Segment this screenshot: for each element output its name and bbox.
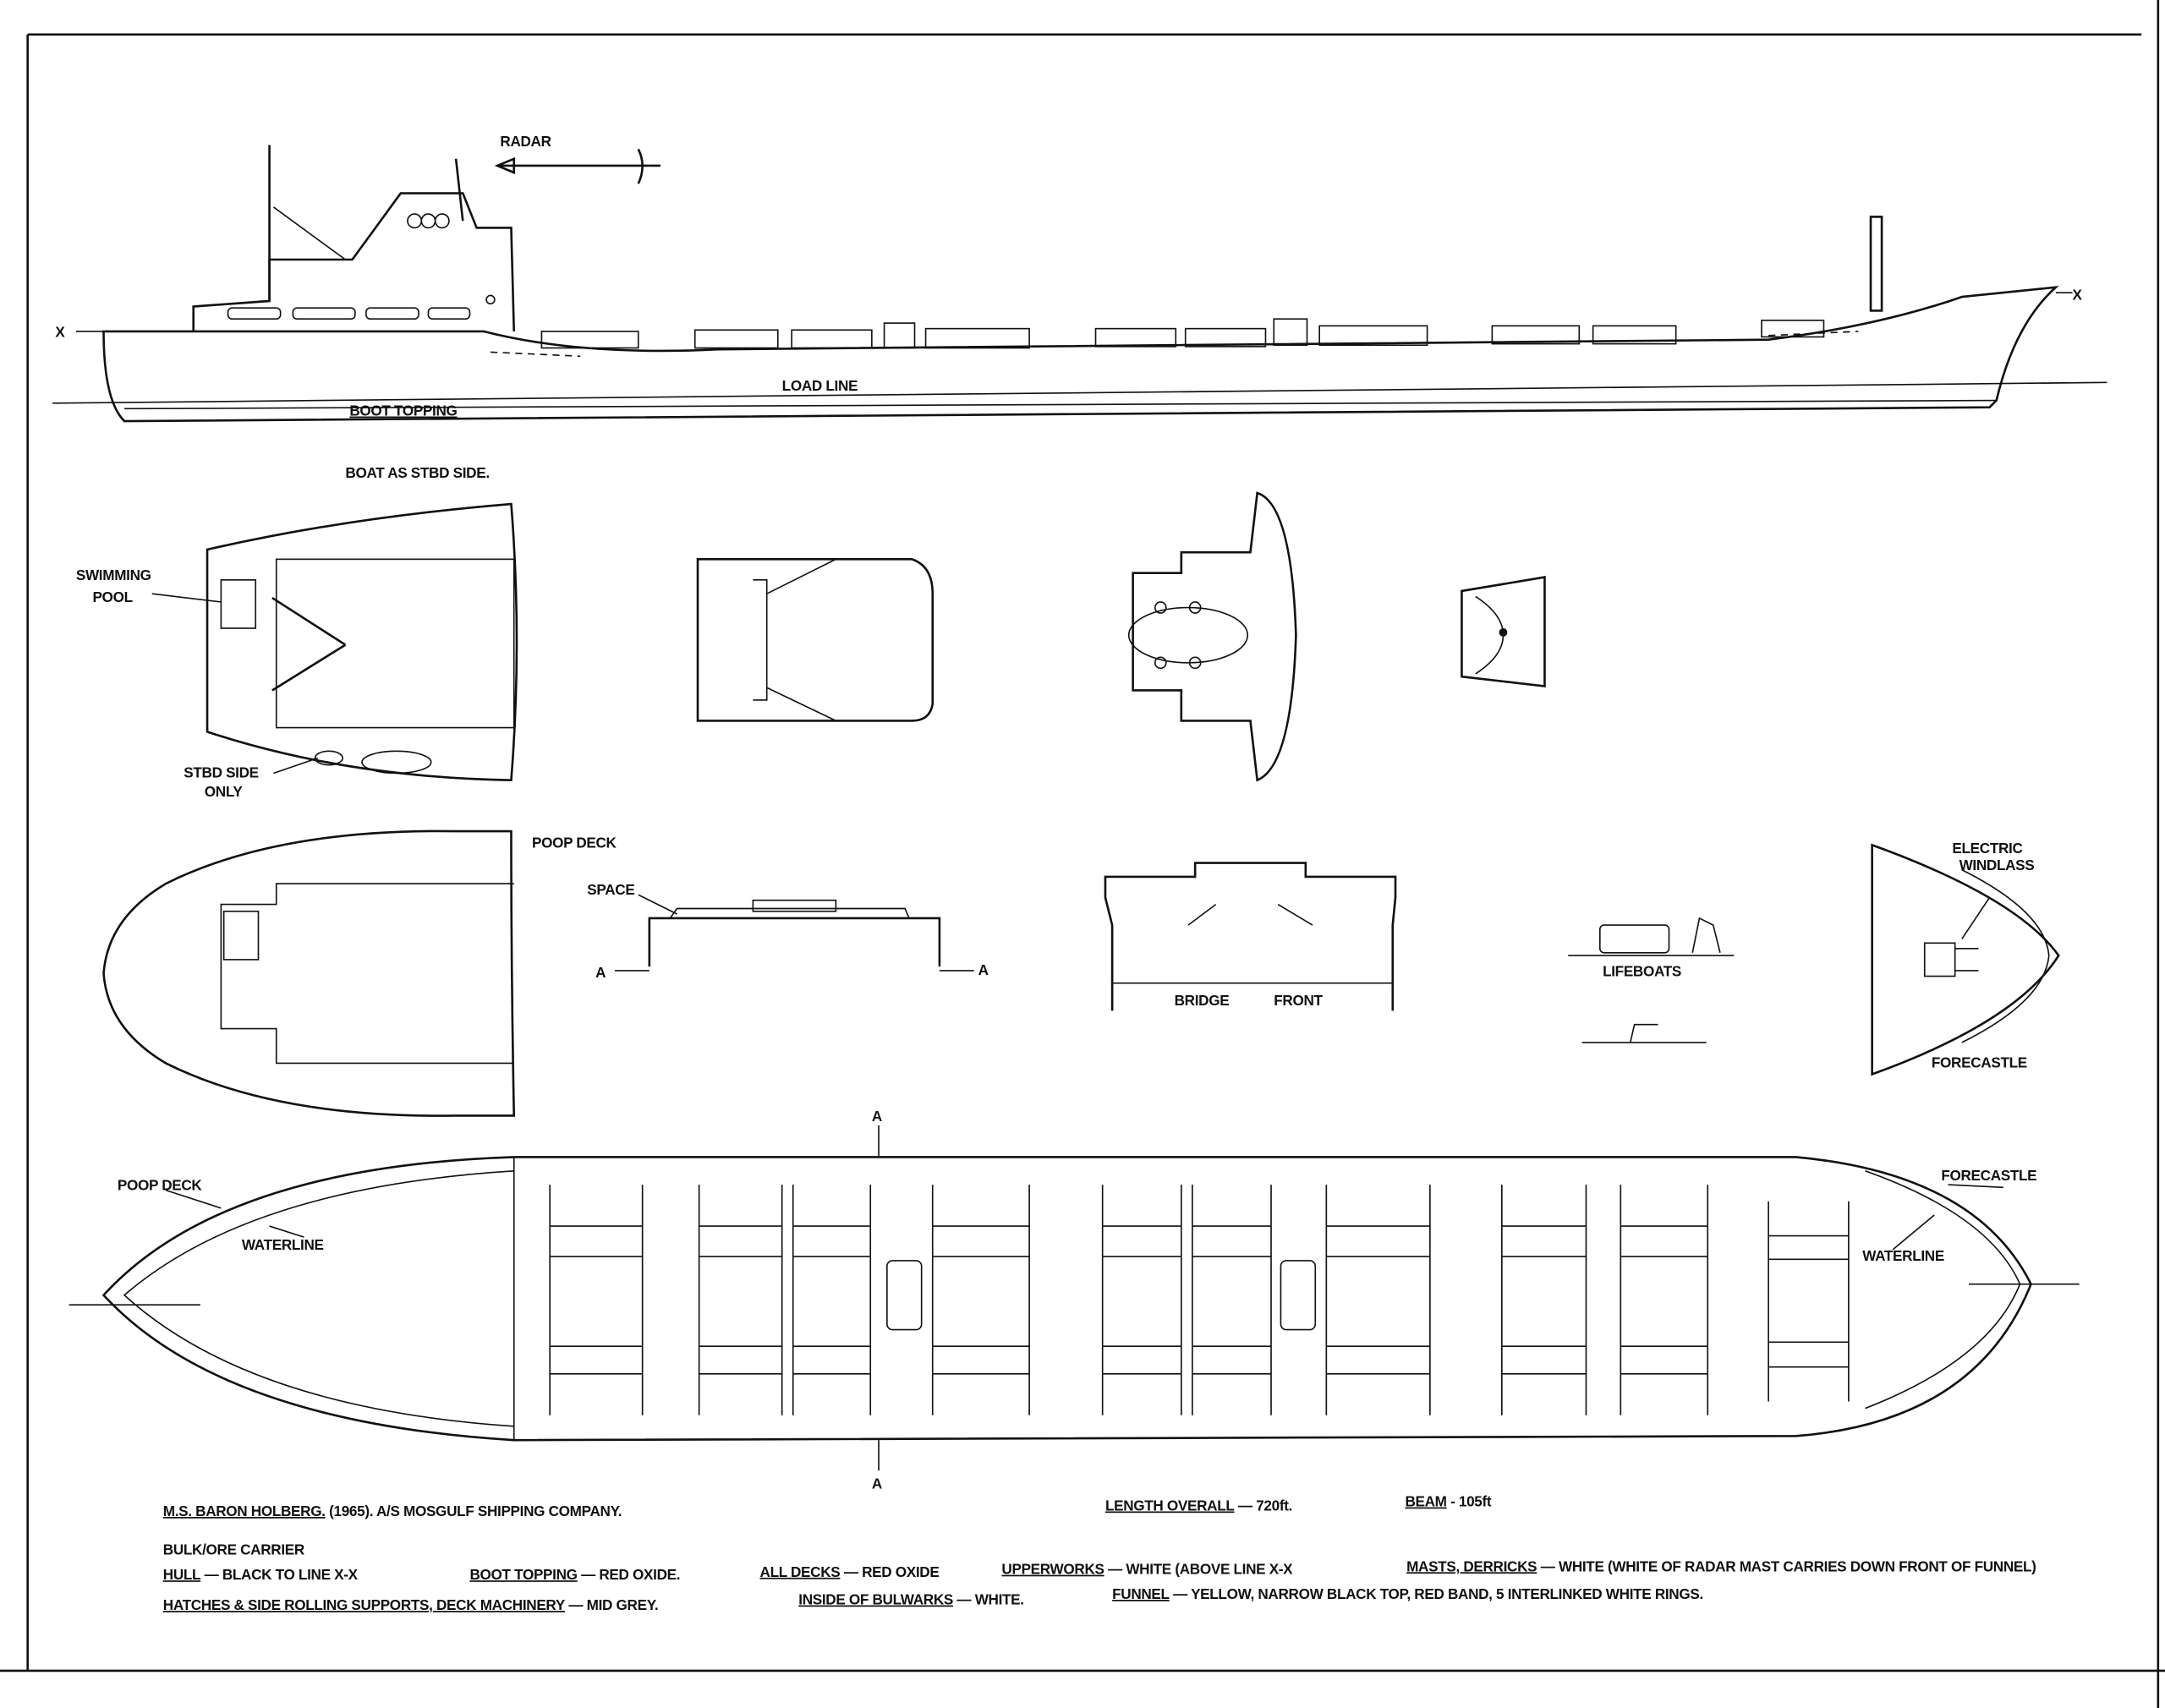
bridge-plan: [1127, 491, 1297, 782]
svg-text:UPPERWORKS — WHITE (ABOVE LINE: UPPERWORKS — WHITE (ABOVE LINE X-X: [1001, 1561, 1293, 1578]
svg-text:HULL — BLACK TO LINE X-X: HULL — BLACK TO LINE X-X: [163, 1566, 359, 1583]
beam-label: BEAM: [1405, 1493, 1446, 1510]
svg-text:HATCHES & SIDE ROLLING SUPPORT: HATCHES & SIDE ROLLING SUPPORTS, DECK MA…: [163, 1596, 659, 1613]
svg-text:MASTS, DERRICKS — WHITE (WHITE: MASTS, DERRICKS — WHITE (WHITE OF RADAR …: [1406, 1557, 2036, 1574]
svg-text:BEAM - 105ft: BEAM - 105ft: [1405, 1493, 1491, 1510]
profile-view: RADAR X X LOAD LINE BOOT TOPPING: [52, 133, 2107, 423]
hatches-label: HATCHES & SIDE ROLLING SUPPORTS, DECK MA…: [163, 1596, 566, 1613]
waterline-right-label: WATERLINE: [1862, 1247, 1944, 1264]
decks-value: — RED OXIDE: [844, 1563, 940, 1580]
svg-text:ALL DECKS — RED OXIDE: ALL DECKS — RED OXIDE: [760, 1563, 940, 1580]
space-label: SPACE: [587, 881, 634, 898]
upper-value: — WHITE (ABOVE LINE X-X: [1108, 1561, 1293, 1578]
funnel-value: — YELLOW, NARROW BLACK TOP, RED BAND, 5 …: [1173, 1585, 1703, 1602]
poop-deck-plan-label: POOP DECK: [118, 1177, 203, 1194]
hatch-plans: [549, 1185, 1850, 1415]
masts-label: MASTS, DERRICKS: [1406, 1557, 1537, 1574]
waterline-left-label: WATERLINE: [242, 1236, 324, 1253]
hatches-value: — MID GREY.: [568, 1596, 658, 1613]
deckhouse-plan: [696, 558, 935, 722]
section-a-right-label: A: [978, 961, 989, 978]
hull-label: HULL: [163, 1566, 200, 1583]
ship-owner: (1965). A/S MOSGULF SHIPPING COMPANY.: [329, 1503, 622, 1519]
length-label: LENGTH OVERALL: [1105, 1497, 1235, 1514]
forecastle-label: FORECASTLE: [1932, 1054, 2027, 1070]
main-deck-plan: A A POOP DECK WATERLINE FORECASTLE WATER…: [69, 1108, 2080, 1492]
ship-type: BULK/ORE CARRIER: [163, 1541, 305, 1558]
radar-label: RADAR: [500, 133, 551, 150]
poop-deck-label: POOP DECK: [532, 835, 617, 851]
foremast-plan: [1461, 576, 1546, 688]
section-a-bottom-label: A: [872, 1475, 882, 1492]
boat-deck-plan: BOAT AS STBD SIDE. SWIMMING POOL STBD SI…: [76, 464, 518, 800]
funnel-label: FUNNEL: [1112, 1585, 1170, 1602]
stbd-side-label: STBD SIDE: [184, 764, 259, 780]
boot-value: — RED OXIDE.: [581, 1566, 680, 1583]
svg-text:M.S. BARON HOLBERG. (1965). A/: M.S. BARON HOLBERG. (1965). A/S MOSGULF …: [163, 1503, 622, 1519]
svg-text:INSIDE OF BULWARKS — WHITE.: INSIDE OF BULWARKS — WHITE.: [798, 1591, 1023, 1608]
section-a-a: SPACE A A: [587, 881, 989, 981]
boat-as-stbd-label: BOAT AS STBD SIDE.: [345, 464, 489, 481]
forecastle-plan-label: FORECASTLE: [1941, 1167, 2036, 1184]
upper-label: UPPERWORKS: [1001, 1561, 1104, 1578]
beam-value: - 105ft: [1450, 1493, 1492, 1510]
length-value: — 720ft.: [1238, 1497, 1292, 1514]
ship-name: M.S. BARON HOLBERG.: [163, 1503, 326, 1519]
front-label: FRONT: [1274, 992, 1323, 1009]
svg-text:FUNNEL — YELLOW, NARROW BLACK: FUNNEL — YELLOW, NARROW BLACK TOP, RED B…: [1112, 1585, 1703, 1602]
line-x-right-label: X: [2073, 286, 2083, 303]
load-line-label: LOAD LINE: [782, 377, 858, 394]
only-label: ONLY: [205, 783, 244, 800]
svg-text:BOOT TOPPING — RED OXIDE.: BOOT TOPPING — RED OXIDE.: [469, 1566, 680, 1583]
windlass-label: WINDLASS: [1959, 857, 2035, 873]
swimming-label: SWIMMING: [76, 567, 151, 583]
section-a-top-label: A: [872, 1108, 882, 1125]
hull-value: — BLACK TO LINE X-X: [205, 1566, 359, 1583]
bulwarks-label: INSIDE OF BULWARKS: [798, 1591, 953, 1608]
masts-value: — WHITE (WHITE OF RADAR MAST CARRIES DOW…: [1541, 1557, 2036, 1574]
hatch-covers: [540, 318, 1825, 349]
electric-label: ELECTRIC: [1952, 840, 2022, 857]
bridge-front-elevation: BRIDGE FRONT: [1104, 862, 1397, 1011]
decks-label: ALL DECKS: [760, 1563, 841, 1580]
poop-deck-plan: POOP DECK: [102, 829, 617, 1117]
paint-notes: M.S. BARON HOLBERG. (1965). A/S MOSGULF …: [163, 1493, 2036, 1613]
boot-topping-label: BOOT TOPPING: [349, 402, 457, 419]
boot-label: BOOT TOPPING: [469, 1566, 577, 1583]
lifeboats-label: LIFEBOATS: [1603, 963, 1681, 980]
forecastle-plan: ELECTRIC WINDLASS FORECASTLE: [1871, 840, 2060, 1076]
section-a-left-label: A: [595, 964, 606, 981]
bulwarks-value: — WHITE.: [956, 1591, 1023, 1608]
lifeboats-view: LIFEBOATS: [1568, 917, 1735, 1043]
pool-label: POOL: [92, 588, 132, 605]
svg-text:LENGTH OVERALL — 720ft.: LENGTH OVERALL — 720ft.: [1105, 1497, 1292, 1514]
line-x-left-label: X: [55, 323, 65, 340]
bridge-label: BRIDGE: [1175, 992, 1230, 1009]
